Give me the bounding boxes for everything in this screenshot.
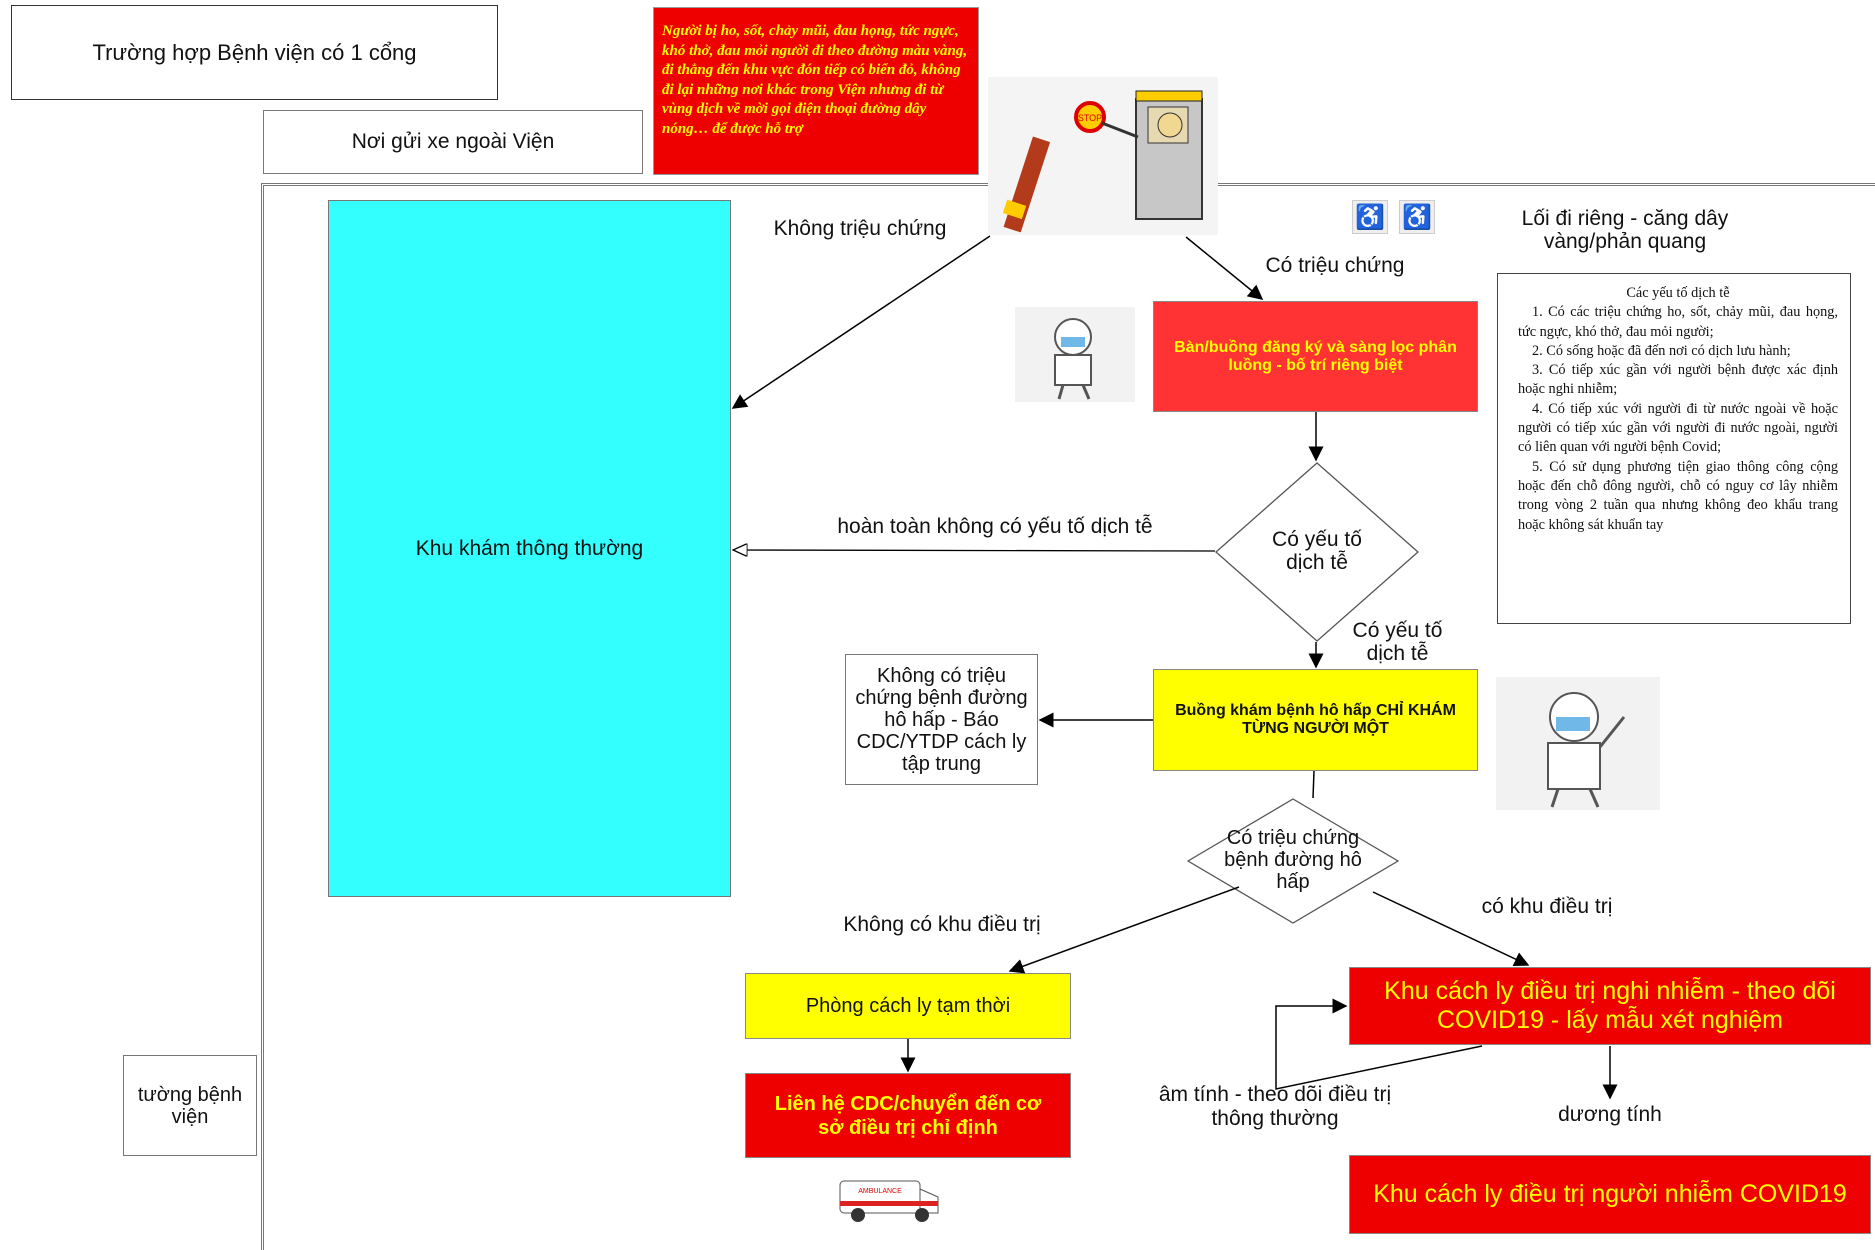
no-respiratory-box: Không có triệu chứng bệnh đường hô hấp -… [845,654,1038,785]
temp-isolation-text: Phòng cách ly tạm thời [805,994,1011,1017]
registration-text: Bàn/buồng đăng ký và sàng lọc phân luồng… [1174,338,1457,374]
no-resp-text: Không có triệu chứng bệnh đường hô hấp -… [855,664,1028,775]
epi-factor-item: 4. Có tiếp xúc với người đi từ nước ngoà… [1518,400,1838,456]
respiratory-exam-room: Buồng khám bệnh hô hấp CHỈ KHÁM TỪNG NGƯ… [1153,669,1478,771]
warning-note-text: Người bị ho, sốt, chảy mũi, đau họng, tứ… [662,23,968,137]
parking-text: Nơi gửi xe ngoài Viện [351,130,555,153]
doctor-waving-icon [1547,692,1626,808]
ambulance-image: AMBULANCE [830,1173,945,1225]
gate-sign-text: STOP [1078,113,1102,123]
registration-box: Bàn/buồng đăng ký và sàng lọc phân luồng… [1153,301,1478,412]
ambulance-icon: AMBULANCE [839,1180,939,1222]
label-no-treatment: Không có khu điều trị [843,913,1041,936]
wheelchair-icon: ♿ [1399,200,1435,234]
label-symptom: Có triệu chứng [1265,254,1405,277]
contact-cdc-box: Liên hệ CDC/chuyển đến cơ sở điều trị ch… [745,1073,1071,1158]
wheelchair-icon: ♿ [1352,200,1388,234]
wall-label-text: tường bệnh viện [137,1083,243,1128]
epi-factor-item: 1. Có các triệu chứng ho, sốt, chảy mũi,… [1518,304,1838,340]
label-no-symptom: Không triệu chứng [773,217,947,240]
ambulance-text: AMBULANCE [858,1188,902,1195]
label-negative: âm tính - theo dõi điều trị thông thường [1158,1083,1392,1130]
respiratory-room-text: Buồng khám bệnh hô hấp CHỈ KHÁM TỪNG NGƯ… [1175,702,1456,737]
label-has-treatment: có khu điều trị [1481,895,1613,918]
suspected-isolation-area: Khu cách ly điều trị nghi nhiễm - theo d… [1349,967,1871,1045]
title-box: Trường hợp Bệnh viện có 1 cổng [11,5,498,100]
respiratory-decision-diamond: Có triệu chứng bệnh đường hô hấp [1186,798,1400,924]
confirmed-area-text: Khu cách ly điều trị người nhiễm COVID19 [1373,1180,1847,1208]
parking-box: Nơi gửi xe ngoài Viện [263,110,643,174]
doctor-image [1496,677,1660,810]
wall-label-box: tường bệnh viện [123,1055,257,1156]
gate-guard-image: STOP [988,77,1218,235]
normal-area-label: Khu khám thông thường [415,536,644,560]
label-no-epi: hoàn toàn không có yếu tố dịch tễ [837,515,1153,538]
warning-note: Người bị ho, sốt, chảy mũi, đau họng, tứ… [653,7,979,175]
doctor-image [1015,307,1135,402]
gate-guard-icon: STOP [1002,90,1203,233]
diamond-epi-text: Có yếu tố dịch tễ [1272,528,1362,575]
epi-decision-diamond: Có yếu tố dịch tễ [1215,462,1419,642]
normal-exam-area: Khu khám thông thường [328,200,731,897]
epi-factor-item: 3. Có tiếp xúc gần với người bệnh được x… [1518,362,1838,398]
temp-isolation-room: Phòng cách ly tạm thời [745,973,1071,1039]
label-positive: dương tính [1558,1103,1662,1126]
separate-path-label: Lối đi riêng - căng dây vàng/phản quang [1521,207,1729,254]
title-text: Trường hợp Bệnh viện có 1 cổng [92,39,417,65]
epi-factors-box: Các yếu tố dịch tễ 1. Có các triệu chứng… [1497,273,1851,624]
confirmed-isolation-area: Khu cách ly điều trị người nhiễm COVID19 [1349,1155,1871,1234]
epi-factor-item: 2. Có sống hoặc đã đến nơi có dịch lưu h… [1532,342,1791,359]
doctor-icon [1054,318,1092,400]
label-has-epi: Có yếu tố dịch tễ [1352,619,1443,666]
epi-factor-item: 5. Có sử dụng phương tiện giao thông côn… [1518,458,1838,533]
diamond-resp-text: Có triệu chứng bệnh đường hô hấp [1224,827,1362,893]
contact-cdc-text: Liên hệ CDC/chuyển đến cơ sở điều trị ch… [774,1092,1042,1139]
suspected-area-text: Khu cách ly điều trị nghi nhiễm - theo d… [1384,977,1836,1034]
epi-factors-title: Các yếu tố dịch tễ [1626,285,1730,301]
